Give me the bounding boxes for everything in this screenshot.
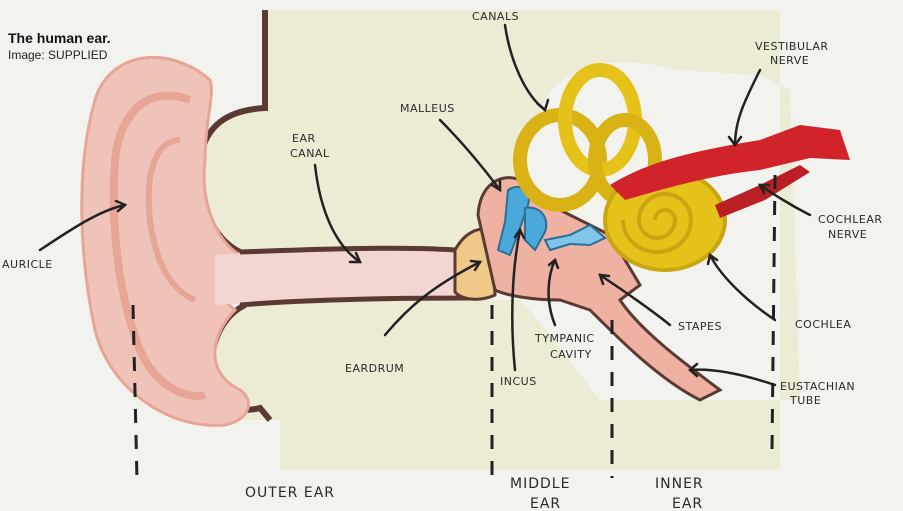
label-auricle: AURICLE <box>2 258 53 271</box>
section-middle-ear-1: MIDDLE <box>510 476 570 492</box>
label-cochlea: COCHLEA <box>795 318 851 331</box>
section-middle-ear-2: EAR <box>530 496 561 511</box>
section-outer-ear: OUTER EAR <box>245 485 335 501</box>
label-vestibular-nerve-1: VESTIBULAR <box>755 40 829 53</box>
label-tympanic-cavity-2: CAVITY <box>550 348 592 361</box>
label-cochlear-nerve-2: NERVE <box>828 228 867 241</box>
label-vestibular-nerve-2: NERVE <box>770 54 809 67</box>
label-cochlear-nerve-1: COCHLEAR <box>818 213 883 226</box>
label-ear-canal-2: CANAL <box>290 147 330 160</box>
section-inner-ear-1: INNER <box>655 476 704 492</box>
label-ear-canal-1: EAR <box>292 132 316 145</box>
label-incus: INCUS <box>500 375 537 388</box>
label-stapes: STAPES <box>678 320 722 333</box>
label-tympanic-cavity-1: TYMPANIC <box>534 332 595 345</box>
caption-credit: Image: SUPPLIED <box>8 48 107 62</box>
label-eustachian-tube-2: TUBE <box>789 394 821 407</box>
label-eustachian-tube-1: EUSTACHIAN <box>780 380 855 393</box>
label-canals: CANALS <box>472 10 519 23</box>
section-inner-ear-2: EAR <box>672 496 703 511</box>
label-eardrum: EARDRUM <box>345 362 404 375</box>
label-malleus: MALLEUS <box>400 102 455 115</box>
caption-title: The human ear. <box>8 30 111 46</box>
